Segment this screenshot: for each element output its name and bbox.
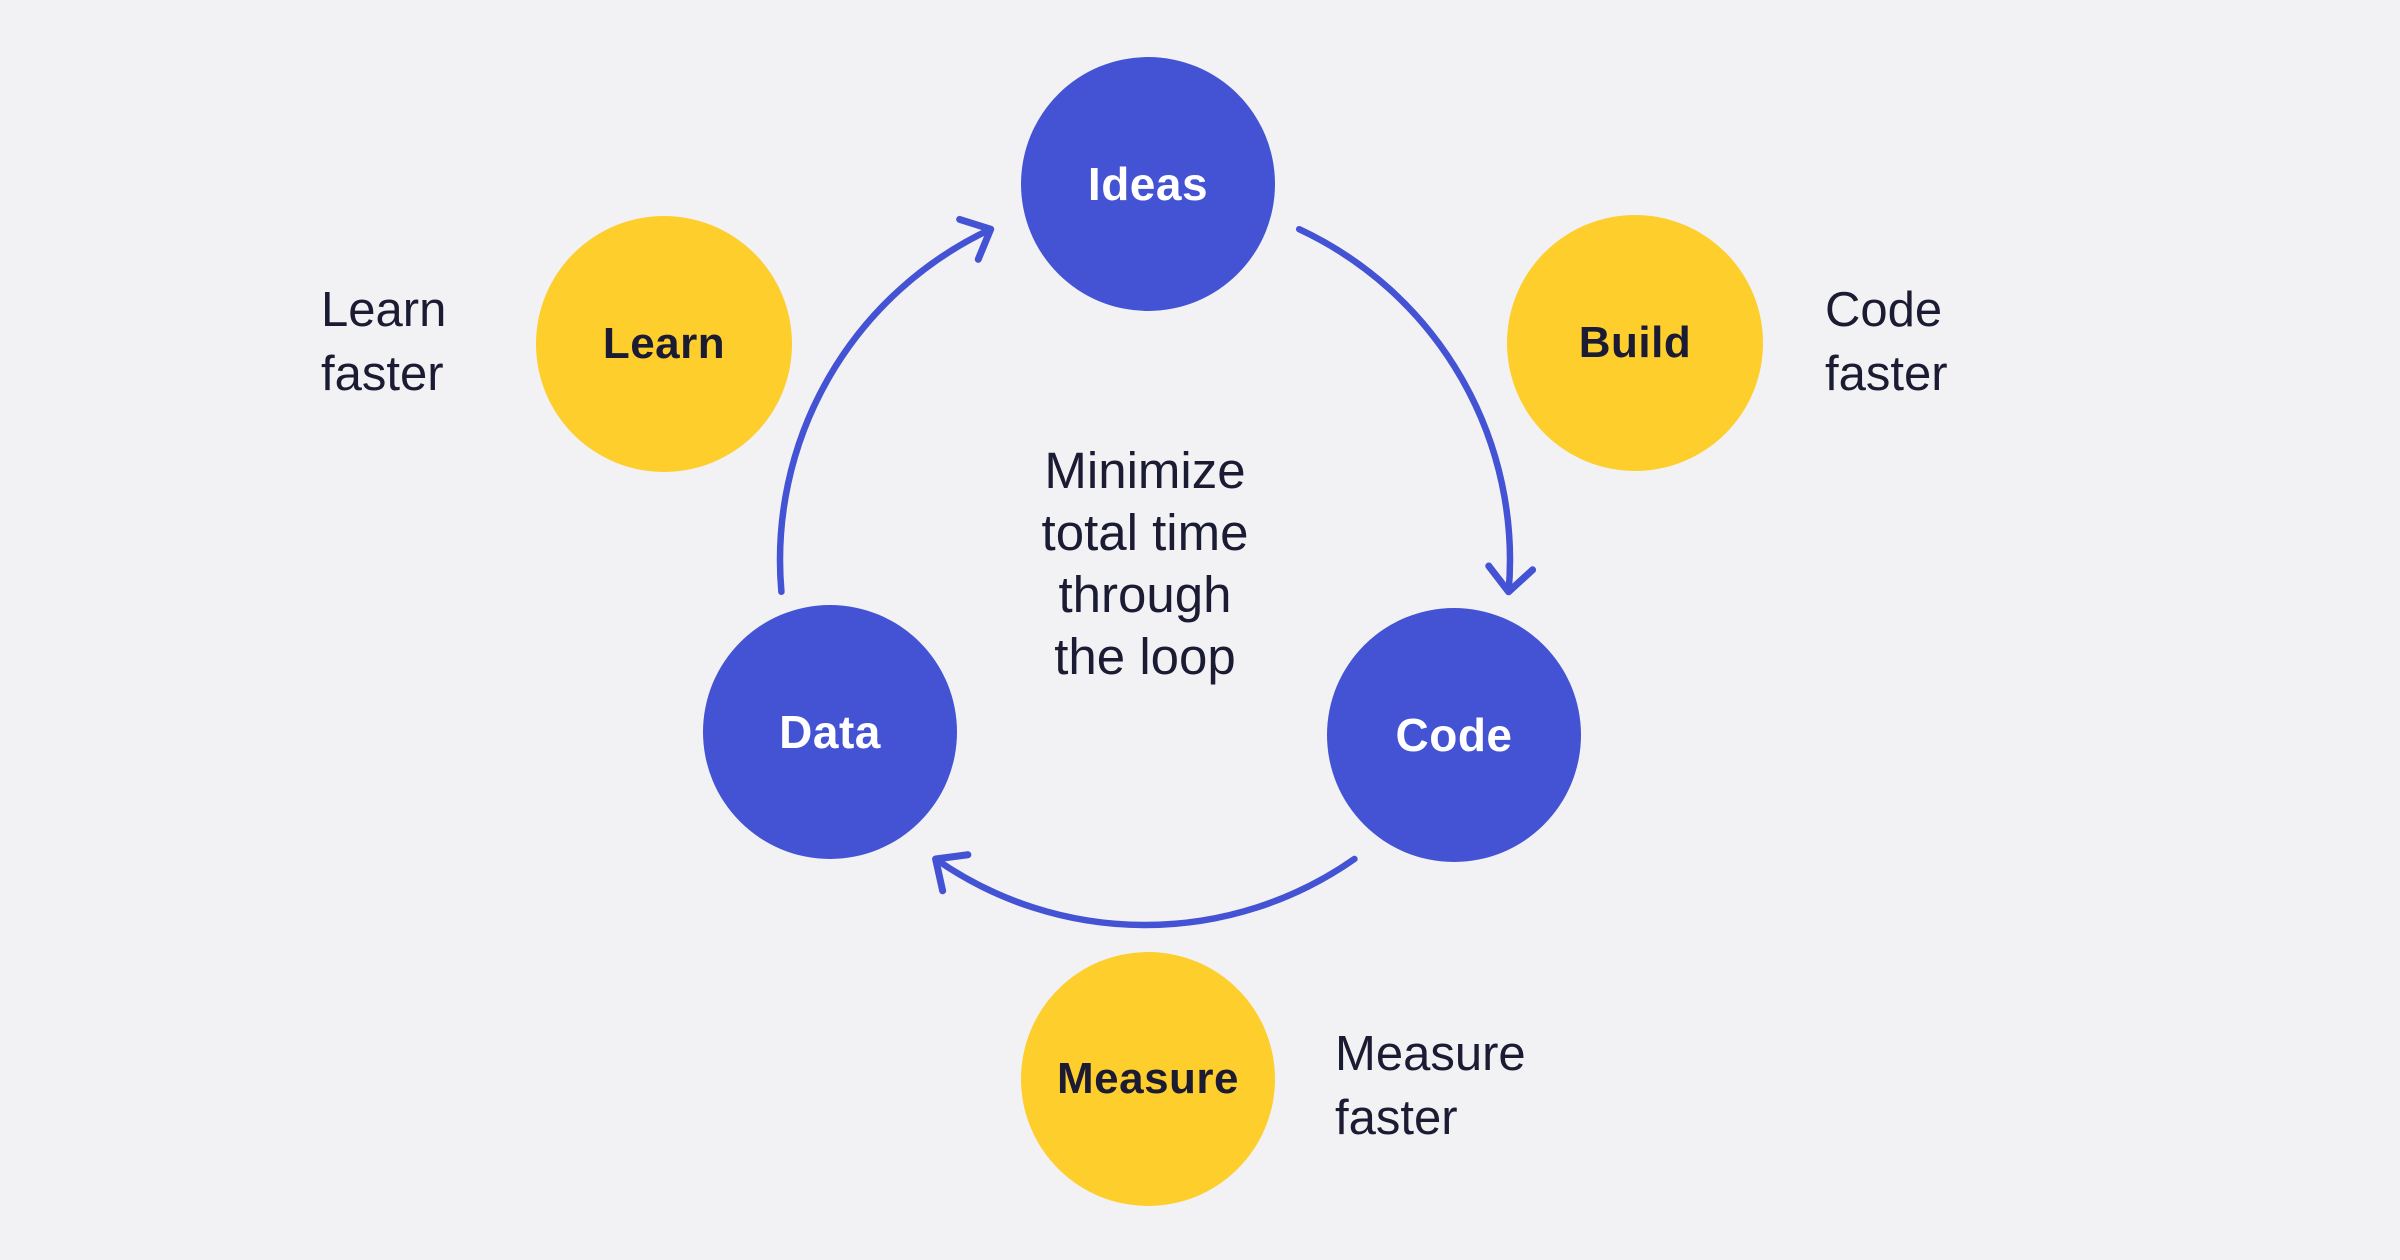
arc-ideas-to-code xyxy=(1295,225,1537,596)
node-measure: Measure xyxy=(1021,952,1275,1206)
node-ideas-label: Ideas xyxy=(1087,158,1209,210)
caption-measure-line-1: Measure xyxy=(1335,1027,1526,1081)
caption-learn-line-1: Learn xyxy=(321,283,447,337)
node-data-label: Data xyxy=(779,706,881,758)
node-ideas: Ideas xyxy=(1021,57,1275,311)
node-build: Build xyxy=(1507,215,1763,471)
node-learn-label: Learn xyxy=(602,319,726,368)
node-measure-label: Measure xyxy=(1056,1054,1240,1103)
node-code: Code xyxy=(1327,608,1581,862)
arc-code-to-data xyxy=(932,851,1358,929)
caption-measure-faster: Measure faster xyxy=(1335,1022,1526,1150)
node-data: Data xyxy=(703,605,957,859)
caption-code-faster: Code faster xyxy=(1825,278,1948,406)
node-code-label: Code xyxy=(1395,709,1513,761)
node-learn: Learn xyxy=(536,216,792,472)
arc-data-to-ideas xyxy=(776,215,995,596)
center-text-line-4: the loop xyxy=(1054,628,1236,685)
center-text-line-2: total time xyxy=(1041,504,1249,561)
center-text-line-1: Minimize xyxy=(1044,442,1246,499)
caption-learn-line-2: faster xyxy=(321,347,444,401)
caption-learn-faster: Learn faster xyxy=(321,278,446,406)
node-build-label: Build xyxy=(1578,318,1692,367)
caption-build-line-2: faster xyxy=(1825,347,1948,401)
caption-measure-line-2: faster xyxy=(1335,1091,1458,1145)
center-text: Minimize total time through the loop xyxy=(895,440,1395,688)
center-text-line-3: through xyxy=(1058,566,1232,623)
caption-build-line-1: Code xyxy=(1825,283,1943,337)
